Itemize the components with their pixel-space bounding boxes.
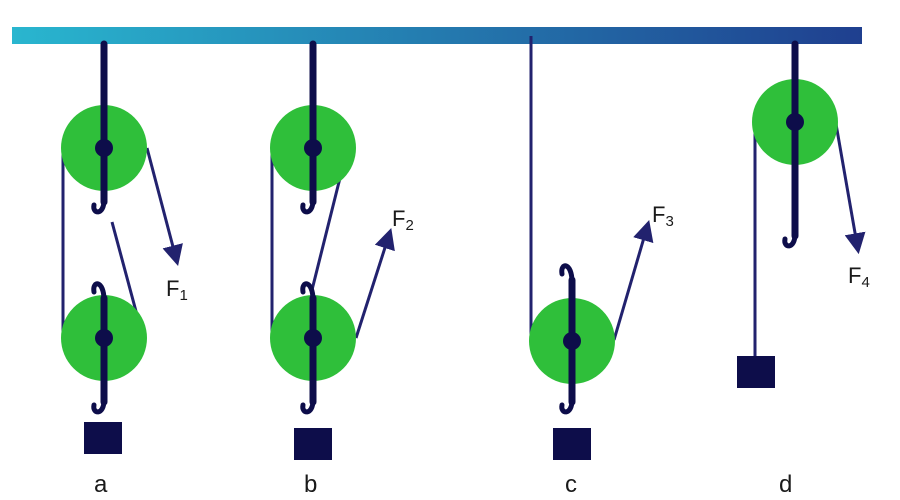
axle-b-bottom (304, 329, 322, 347)
weight-a (84, 422, 122, 454)
rope-b-pull (354, 228, 395, 339)
hook-a-top (91, 197, 107, 215)
rope-a-pull (145, 147, 183, 267)
axle-b-top (304, 139, 322, 157)
panel-b: F2 b (270, 40, 414, 498)
axle-a-bottom (95, 329, 113, 347)
panel-label-b: b (304, 471, 317, 498)
weight-d (737, 356, 775, 388)
panel-a: F1 a (61, 40, 188, 498)
force-label-c: F3 (652, 202, 674, 230)
panel-label-d: d (779, 471, 792, 498)
axle-c (563, 332, 581, 350)
rope-d-pull (834, 123, 866, 255)
weight-b (294, 428, 332, 460)
force-label-d: F4 (848, 263, 870, 291)
panel-c: F3 c (529, 36, 674, 498)
rope-a-cross (110, 221, 139, 316)
hook-c-bottom (559, 397, 575, 415)
axle-d (786, 113, 804, 131)
ceiling-beam (12, 27, 862, 44)
axle-a-top (95, 139, 113, 157)
panel-label-c: c (565, 471, 577, 498)
force-label-a: F1 (166, 276, 188, 304)
panel-d: F4 d (737, 40, 870, 498)
hook-d (782, 231, 798, 249)
rope-c-pull (612, 219, 654, 341)
hook-a-bottom (91, 397, 107, 415)
hook-b-top (300, 197, 316, 215)
panel-label-a: a (94, 471, 108, 498)
weight-c (553, 428, 591, 460)
hook-b-bottom (300, 397, 316, 415)
force-label-b: F2 (392, 206, 414, 234)
